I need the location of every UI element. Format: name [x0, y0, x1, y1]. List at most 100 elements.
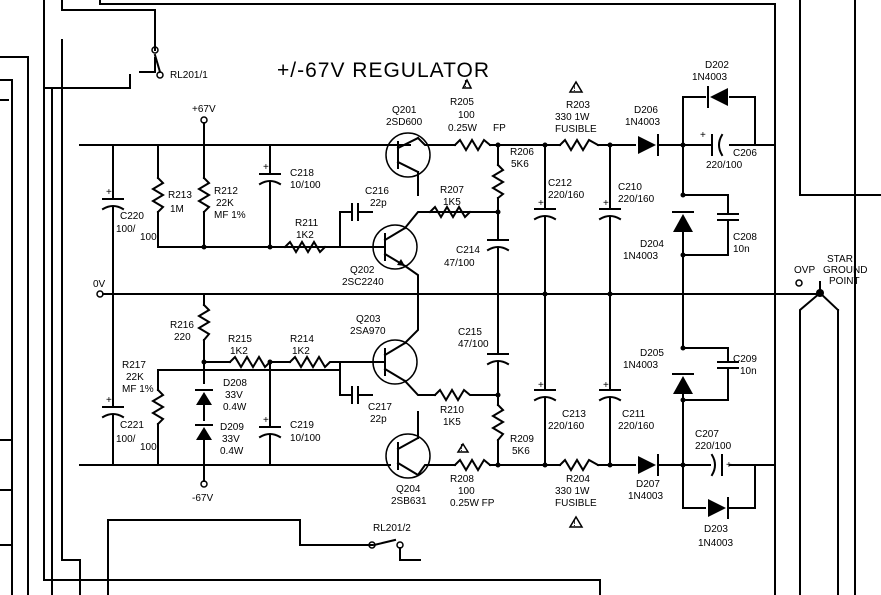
r204-ref: R204	[566, 474, 590, 485]
zero-volt-label: 0V	[93, 279, 106, 290]
d209-ref: D209	[220, 422, 244, 433]
c217-val: 22p	[370, 414, 387, 425]
c218-val: 10/100	[290, 180, 321, 191]
q204-ref: Q204	[396, 484, 421, 495]
c215-ref: C215	[458, 327, 482, 338]
r213-r217-column: R213 1M R217 22K MF 1%	[122, 144, 341, 466]
c207-ref: C207	[695, 429, 719, 440]
svg-text:+: +	[603, 198, 609, 209]
r211: R211 1K2	[283, 218, 327, 254]
c221-val1: 100/	[116, 434, 136, 445]
c220-val2: 100	[140, 232, 157, 243]
c207-val: 220/100	[695, 441, 732, 452]
c211-val: 220/160	[618, 421, 655, 432]
d209-pwr: 0.4W	[220, 446, 244, 457]
d208-ref: D208	[223, 378, 247, 389]
svg-text:+: +	[603, 380, 609, 391]
r215-r214: R215 1K2 R214 1K2	[201, 334, 371, 369]
fp-label: FP	[493, 123, 506, 134]
r205-pwr: 0.25W	[448, 123, 477, 134]
d206-type: 1N4003	[625, 117, 660, 128]
r213-val: 1M	[170, 204, 184, 215]
r212-column: R212 22K MF 1%	[197, 144, 246, 250]
r211-ref: R211	[295, 218, 319, 229]
c212-c213-column: + + C212 220/160 C213 220/160	[533, 142, 586, 468]
schematic-title: +/-67V REGULATOR	[277, 59, 490, 82]
r207-ref: R207	[440, 185, 464, 196]
r207-val: 1K5	[443, 197, 461, 208]
zero-volt-rail	[96, 279, 840, 595]
c220-c221-column: + C220 100/ 100 + C221 100/ 100	[101, 144, 157, 466]
r209-ref: R209	[510, 434, 534, 445]
d205-c209-block: D205 1N4003 C209 10n	[623, 293, 757, 468]
d202-d203: D202 1N4003 D203 1N4003	[692, 60, 733, 549]
r205-ref: R205	[450, 97, 474, 108]
r212-ref: R212	[214, 186, 238, 197]
r204-val: 330 1W	[555, 486, 590, 497]
transistor-q203: Q203 2SA970	[350, 293, 436, 396]
c216-val: 22p	[370, 198, 387, 209]
d205-ref: D205	[640, 348, 664, 359]
star-label-3: POINT	[829, 276, 860, 287]
relay-bottom-label: RL201/2	[373, 523, 411, 534]
r215-val: 1K2	[230, 346, 248, 357]
r213-ref: R213	[168, 190, 192, 201]
d209-val: 33V	[222, 434, 240, 445]
svg-text:+: +	[106, 187, 112, 198]
r208-val: 100	[458, 486, 475, 497]
r208-pwr: 0.25W FP	[450, 498, 495, 509]
c213-ref: C213	[562, 409, 586, 420]
q203-type: 2SA970	[350, 326, 386, 337]
lower-rail	[79, 464, 776, 509]
transistor-q204: Q204 2SB631	[385, 411, 431, 507]
relay-rl201-1: RL201/1	[151, 46, 208, 81]
c219-ref: C219	[290, 420, 314, 431]
r215-ref: R215	[228, 334, 252, 345]
c210-val: 220/160	[618, 194, 655, 205]
r216-val: 220	[174, 332, 191, 343]
star-label-2: GROUND	[823, 265, 867, 276]
d205-type: 1N4003	[623, 360, 658, 371]
r214-val: 1K2	[292, 346, 310, 357]
r211-val: 1K2	[296, 230, 314, 241]
q202-ref: Q202	[350, 265, 375, 276]
r216-zener-column: R216 220 D208 33V 0.4W D209 33V 0.4W	[170, 293, 247, 466]
q203-ref: Q203	[356, 314, 381, 325]
d204-ref: D204	[640, 239, 664, 250]
svg-text:+: +	[700, 130, 706, 141]
c206-val: 220/100	[706, 160, 743, 171]
r212-val: 22K	[216, 198, 234, 209]
r205-r208: ! R205 100 0.25W FP ! R208 100 0.25W FP	[448, 78, 506, 509]
svg-text:!: !	[464, 79, 467, 90]
c214-ref: C214	[456, 245, 480, 256]
r206-ref: R206	[510, 147, 534, 158]
r203-ref: R203	[566, 100, 590, 111]
svg-text:+: +	[106, 395, 112, 406]
r217-ref: R217	[122, 360, 146, 371]
upper-rail	[79, 96, 776, 146]
c214-val: 47/100	[444, 258, 475, 269]
r206-val: 5K6	[511, 159, 529, 170]
d202-ref: D202	[705, 60, 729, 71]
d203-type: 1N4003	[698, 538, 733, 549]
r209-val: 5K6	[512, 446, 530, 457]
r210-ref: R210	[440, 405, 464, 416]
c220-val1: 100/	[116, 224, 136, 235]
r217-val: 22K	[126, 372, 144, 383]
svg-text:+: +	[538, 198, 544, 209]
c212-val: 220/160	[548, 190, 585, 201]
ovp-label: OVP	[794, 265, 815, 276]
c210-c211-column: + + C210 220/160 C211 220/160	[598, 142, 655, 468]
r203-r204: ! R203 330 1W FUSIBLE R204 330 1W FUSIBL…	[555, 80, 600, 529]
r204-note: FUSIBLE	[555, 498, 597, 509]
svg-text:+: +	[263, 415, 269, 426]
q201-ref: Q201	[392, 105, 417, 116]
mid-column: R206 5K6 C214 47/100 C215 47/100 R209 5K…	[444, 142, 534, 468]
svg-text:!: !	[460, 443, 463, 454]
d206-d207: D206 1N4003 D207 1N4003	[625, 105, 663, 502]
transistor-q201: Q201 2SD600	[385, 105, 431, 196]
c221-ref: C221	[120, 420, 144, 431]
c217-ref: C217	[368, 402, 392, 413]
